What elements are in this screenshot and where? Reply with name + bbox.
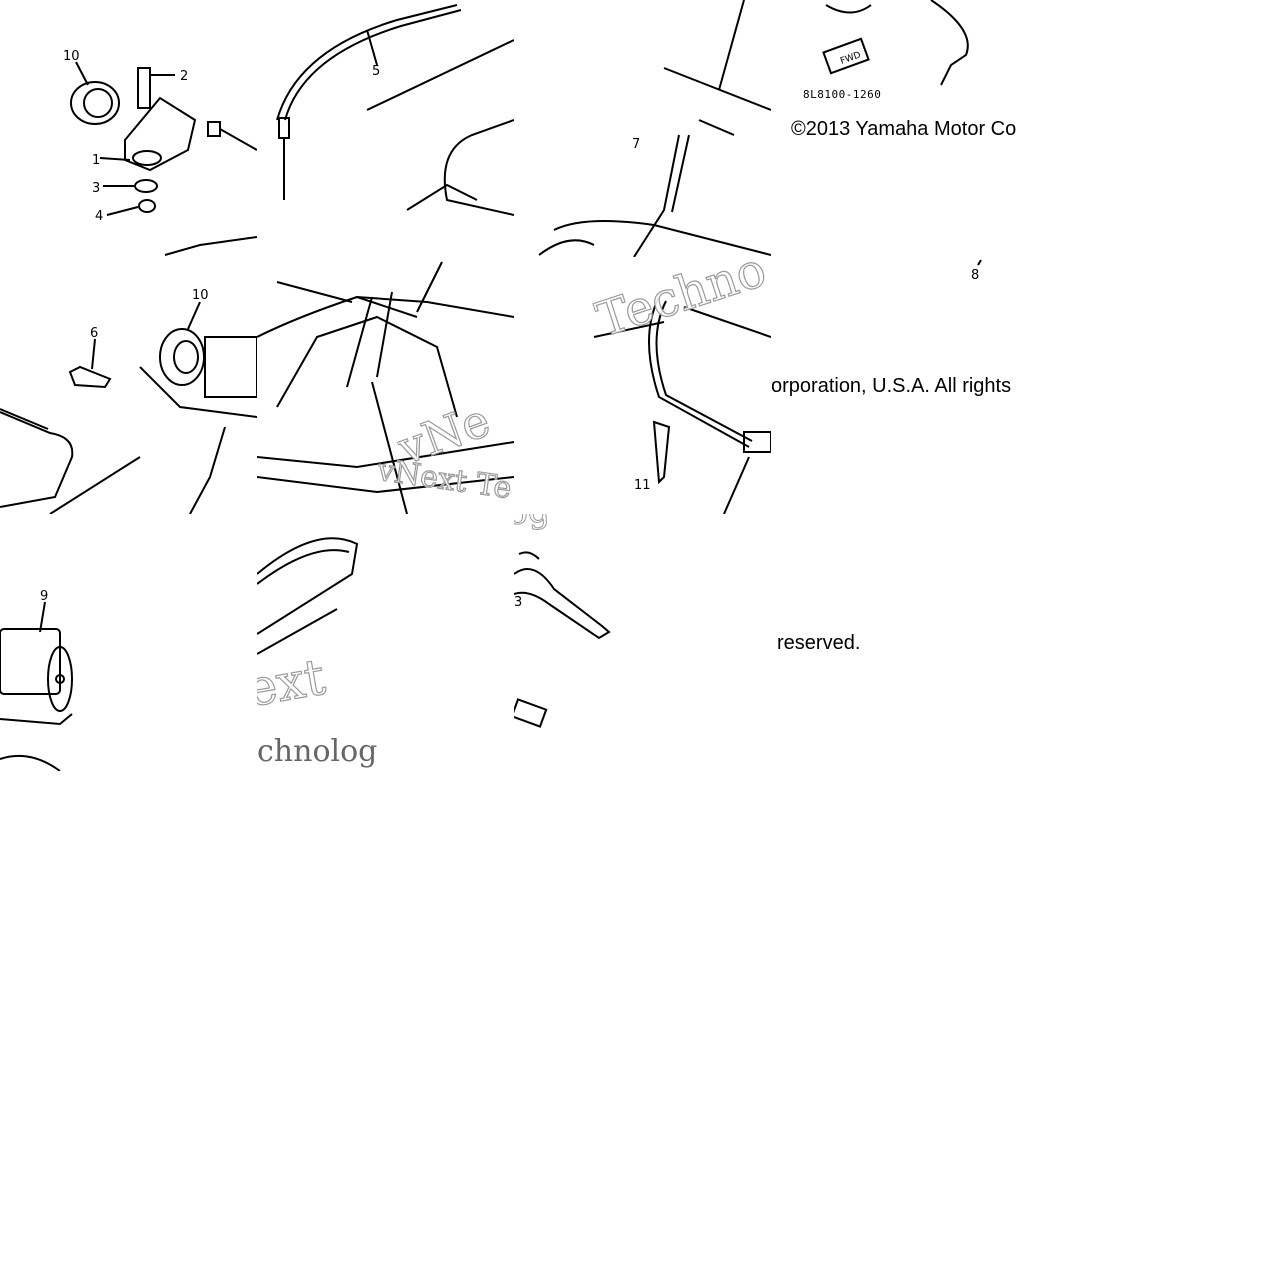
- tile-right-mid: 8 orporation, U.S.A. All rights: [771, 257, 1028, 514]
- callout-3: 3: [92, 181, 100, 196]
- grip-drawing: 6 10: [0, 288, 257, 514]
- tile-bottom-center: ext chnolog: [257, 514, 514, 771]
- callout-2: 2: [180, 69, 188, 84]
- lever-drawing: 3: [514, 551, 611, 728]
- part-code: 8L8100-1260: [803, 88, 882, 101]
- watermark-c: chnolog: [257, 734, 378, 769]
- tile-top-left: 10 2 1 3 4: [0, 0, 257, 257]
- callout-4: 4: [95, 209, 103, 224]
- tile-mid-left: 6 10: [0, 257, 257, 514]
- callout-10b: 10: [192, 288, 209, 303]
- callout-9: 9: [40, 589, 48, 604]
- callout-10: 10: [63, 49, 80, 64]
- choke-cable-drawing: 7: [538, 0, 771, 257]
- grip-9-drawing: 9: [0, 589, 73, 771]
- copyright-line-1: ©2013 Yamaha Motor Co: [791, 118, 1017, 140]
- callout-8-drawing: 8: [971, 259, 982, 283]
- callout-8: 8: [971, 268, 979, 283]
- tile-bottom-left: 9: [0, 514, 257, 771]
- tile-center: vNext Te vNe: [257, 257, 514, 514]
- fwd-tag: FWD: [839, 50, 862, 67]
- callout-13: 3: [514, 595, 522, 610]
- copyright-line-3: reserved.: [777, 632, 861, 654]
- callout-11: 11: [634, 478, 651, 493]
- tile-bottom-far-right: reserved.: [771, 514, 1028, 771]
- callout-1: 1: [92, 153, 100, 168]
- watercraft-hull-drawing: [257, 261, 514, 514]
- tile-far-right: FWD 8L8100-1260 ©2013 Yamaha Motor Co: [771, 0, 1028, 257]
- tile-top-right: 7: [514, 0, 771, 257]
- handlebar-clamp-drawing: 10 2 1 3 4: [63, 49, 257, 256]
- tile-top-center: 5: [257, 0, 514, 257]
- callout-5: 5: [372, 64, 380, 79]
- tile-center-right: 11 Techno: [514, 257, 771, 514]
- throttle-cable-drawing: 5: [276, 4, 514, 216]
- callout-7: 7: [632, 137, 640, 152]
- cable-routing-drawing: 11: [593, 296, 771, 514]
- tile-bottom-right: 3 nolog: [514, 514, 771, 771]
- callout-6: 6: [90, 326, 98, 341]
- hull-section-drawing: [257, 537, 359, 655]
- cable-end-drawing: FWD: [822, 0, 969, 86]
- copyright-line-2: orporation, U.S.A. All rights: [771, 375, 1012, 397]
